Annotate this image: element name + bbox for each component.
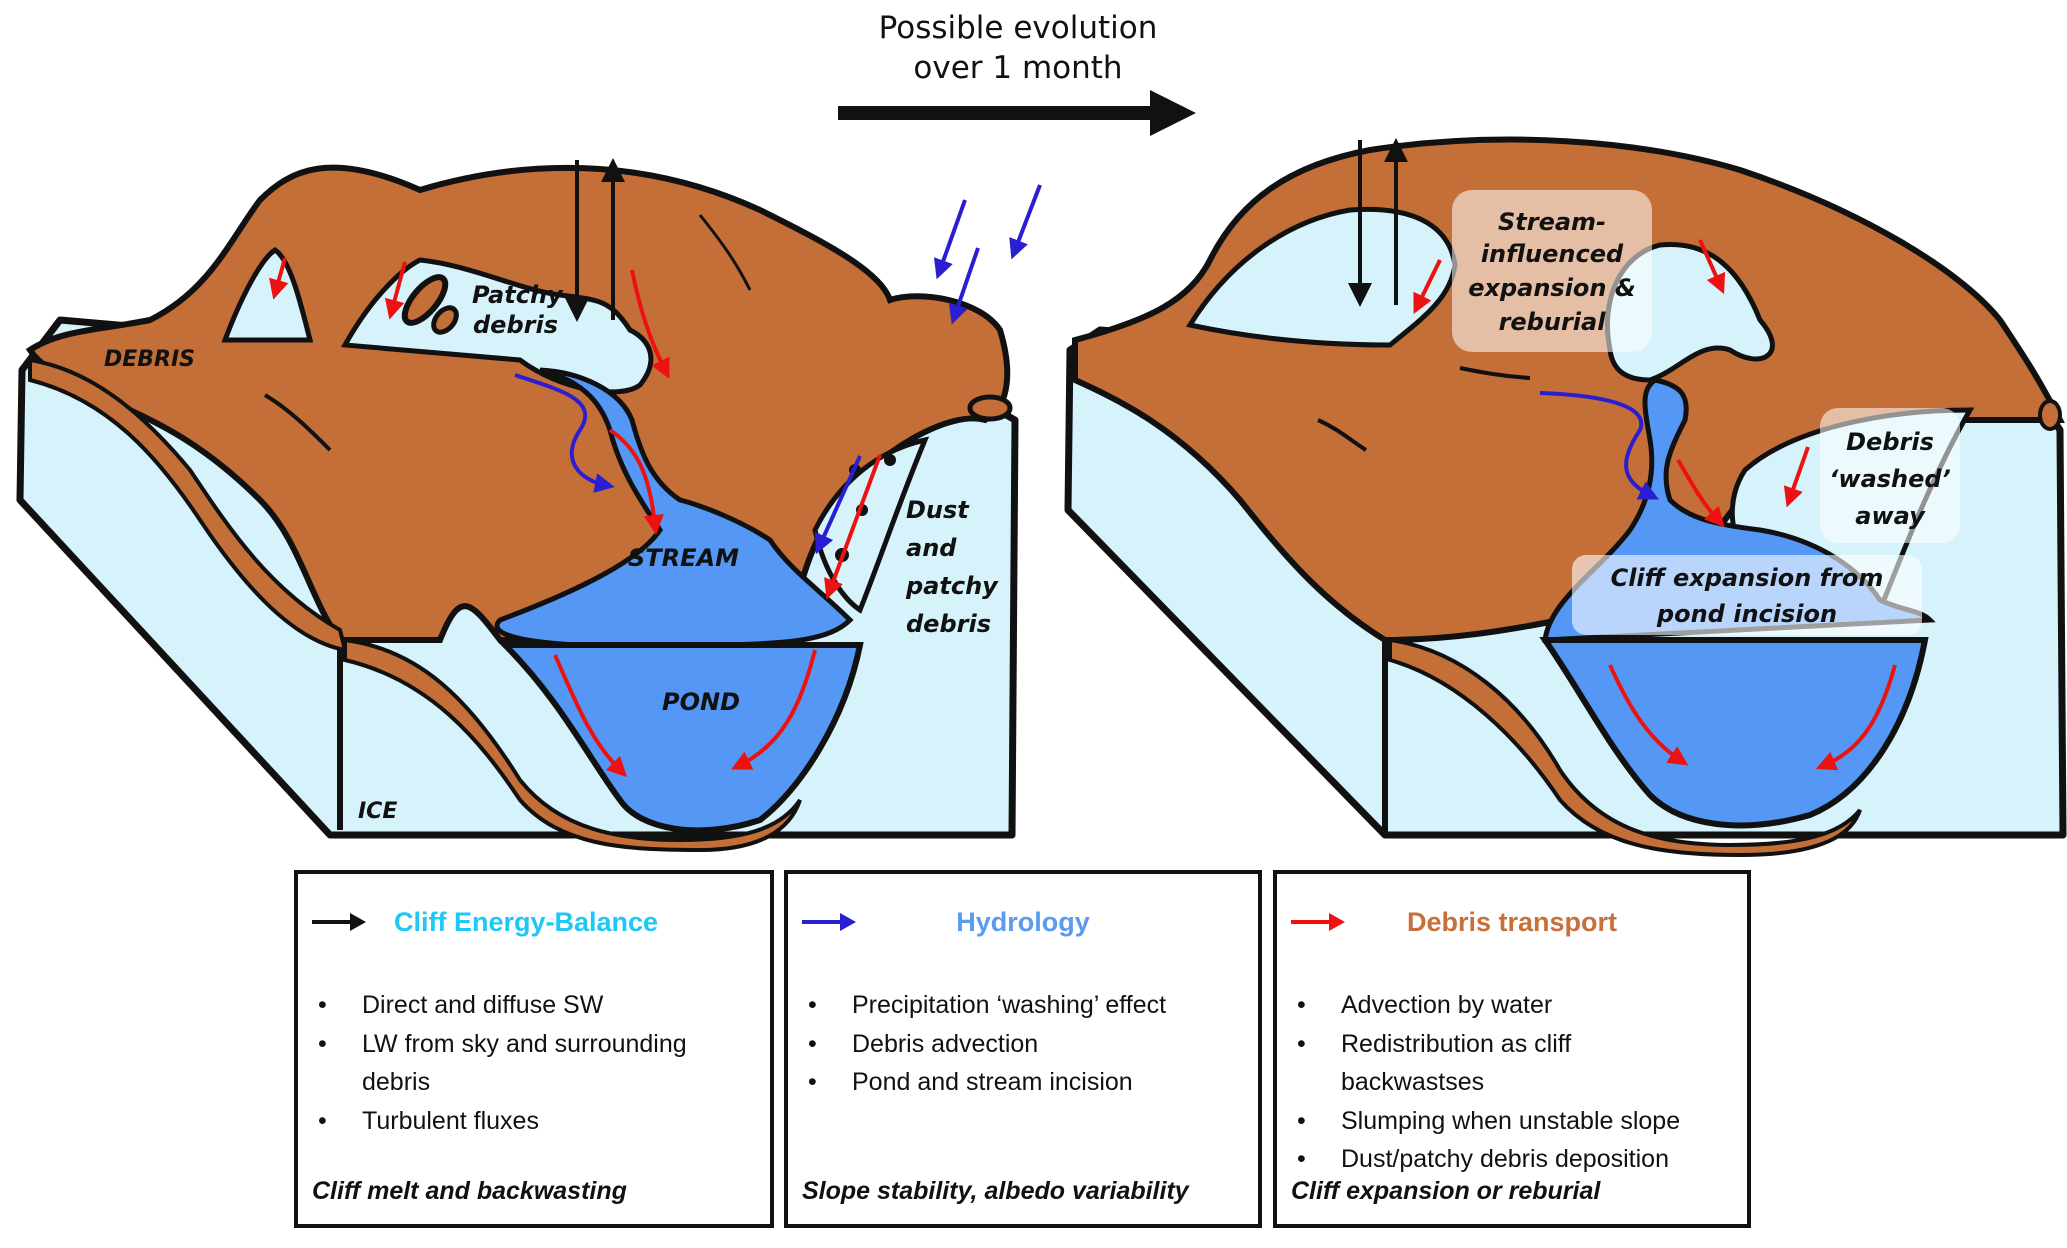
blue-arrow-icon — [802, 913, 856, 931]
legend-item: Precipitation ‘washing’ effect — [802, 986, 1248, 1025]
legend-list-debris: Advection by water Redistribution as cli… — [1291, 986, 1737, 1179]
legend-debris-transport: Debris transport Advection by water Redi… — [1273, 870, 1751, 1228]
legend-list-energy: Direct and diffuse SW LW from sky and su… — [312, 986, 760, 1140]
label-dust-4: debris — [906, 610, 991, 638]
legend-item: Debris advection — [802, 1025, 1248, 1064]
ann-cliff-2: pond incision — [1656, 600, 1837, 628]
red-arrow-icon — [1291, 913, 1345, 931]
label-ice: ICE — [358, 799, 397, 824]
left-debris-arrows — [269, 257, 882, 778]
label-debris: DEBRIS — [104, 347, 195, 372]
left-pond — [497, 642, 864, 834]
legend-footer-debris: Cliff expansion or reburial — [1291, 1177, 1601, 1205]
annotation-box-cliff-expansion — [1572, 555, 1922, 635]
legend-title-hydrology: Hydrology — [956, 907, 1090, 937]
legend-item: LW from sky and surrounding debris — [312, 1025, 760, 1102]
right-debris-arrows — [1413, 239, 1897, 771]
black-arrow-icon — [312, 913, 366, 931]
legend-list-hydrology: Precipitation ‘washing’ effect Debris ad… — [802, 986, 1248, 1102]
legend-item: Pond and stream incision — [802, 1063, 1248, 1102]
left-ice-window-1 — [221, 246, 314, 343]
label-dust-2: and — [906, 534, 957, 562]
ann-stream-4: reburial — [1499, 308, 1607, 336]
label-dust-3: patchy — [905, 572, 999, 600]
label-patchy-debris-2: debris — [473, 311, 558, 339]
left-hydrology-arrows — [514, 184, 1042, 555]
ann-washed-3: away — [1855, 502, 1926, 530]
legend-hydrology: Hydrology Precipitation ‘washing’ effect… — [784, 870, 1262, 1228]
ann-stream-2: influenced — [1481, 240, 1624, 268]
annotation-box-washed — [1820, 408, 1960, 543]
legend-item: Slumping when unstable slope — [1291, 1102, 1737, 1141]
ann-cliff-1: Cliff expansion from — [1611, 564, 1884, 592]
ann-washed-1: Debris — [1846, 428, 1934, 456]
legend-title-debris: Debris transport — [1406, 907, 1618, 937]
ann-washed-2: ‘washed’ — [1829, 465, 1950, 493]
ann-stream-3: expansion & — [1468, 274, 1636, 302]
label-stream: STREAM — [628, 544, 739, 572]
label-pond: POND — [662, 688, 740, 716]
right-pond — [1539, 637, 1929, 829]
evolution-title-line1: Possible evolution — [878, 10, 1158, 46]
label-dust-1: Dust — [906, 496, 970, 524]
legend-item: Redistribution as cliff backwastses — [1291, 1025, 1737, 1102]
ann-stream-1: Stream- — [1498, 208, 1606, 236]
right-block: Stream- influenced expansion & reburial … — [1064, 136, 2067, 858]
legend-footer-energy: Cliff melt and backwasting — [312, 1177, 627, 1205]
legend-title-energy: Cliff Energy-Balance — [394, 907, 659, 937]
legend-item: Dust/patchy debris deposition — [1291, 1140, 1737, 1179]
right-hydrology-arrows — [1539, 391, 1659, 500]
evolution-arrow — [838, 90, 1196, 136]
evolution-title: Possible evolution over 1 month — [838, 8, 1198, 88]
evolution-title-line2: over 1 month — [913, 50, 1123, 86]
legend-energy-balance: Cliff Energy-Balance Direct and diffuse … — [294, 870, 774, 1228]
legend-item: Advection by water — [1291, 986, 1737, 1025]
legend-footer-hydrology: Slope stability, albedo variability — [802, 1177, 1189, 1205]
left-block: DEBRIS Patchy debris STREAM POND ICE Dus… — [16, 158, 1042, 853]
legend-item: Turbulent fluxes — [312, 1102, 760, 1141]
legend-item: Direct and diffuse SW — [312, 986, 760, 1025]
label-patchy-debris-1: Patchy — [472, 281, 564, 309]
annotation-box-stream-influenced — [1452, 190, 1652, 352]
